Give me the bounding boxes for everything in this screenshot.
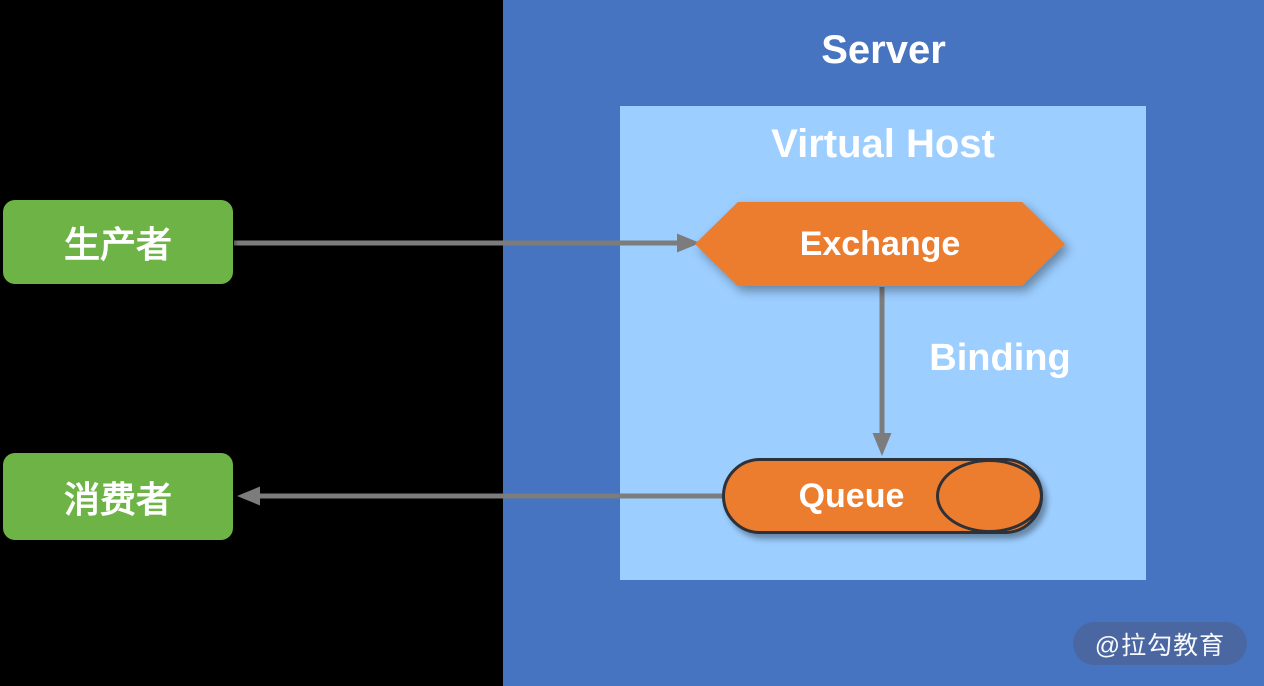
- exchange-shape: Exchange: [695, 202, 1065, 286]
- queue-node: Queue: [722, 458, 1043, 534]
- producer-label: 生产者: [63, 224, 172, 265]
- queue-end-ellipse-icon: [936, 459, 1043, 533]
- consumer-label: 消费者: [63, 478, 172, 520]
- virtual-host-title: Virtual Host: [771, 121, 995, 166]
- watermark-label: @拉勾教育: [1094, 631, 1226, 660]
- watermark-badge: @拉勾教育: [1073, 622, 1247, 665]
- server-title: Server: [821, 27, 946, 72]
- exchange-node: Exchange: [695, 202, 1065, 286]
- producer-node: 生产者: [3, 200, 233, 284]
- queue-label: Queue: [798, 476, 905, 515]
- consumer-node: 消费者: [3, 453, 233, 540]
- exchange-label: Exchange: [799, 224, 961, 263]
- binding-label: Binding: [929, 336, 1071, 379]
